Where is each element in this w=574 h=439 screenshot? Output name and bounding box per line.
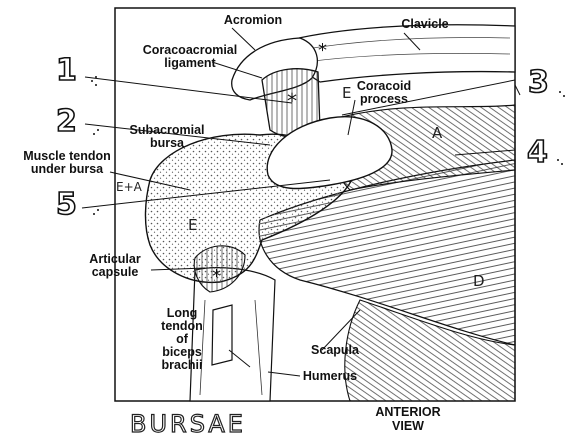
label-long-tendon: Long tendon of biceps brachii <box>152 307 212 372</box>
view-label: ANTERIOR VIEW <box>358 405 458 433</box>
callout-number-3: 3 <box>528 68 549 98</box>
view-label-text: ANTERIOR VIEW <box>375 405 440 433</box>
label-clavicle: Clavicle <box>380 18 470 31</box>
label-coracoacromial-ligament: Coracoacromial ligament <box>125 44 255 70</box>
letter-e-plus-a: E+A <box>116 180 142 194</box>
label-muscle-tendon: Muscle tendon under bursa <box>12 150 122 176</box>
callout-number-2: 2 <box>56 107 77 137</box>
label-acromion: Acromion <box>208 14 298 27</box>
letter-e-bursa: E <box>188 216 197 234</box>
callout-number-5: 5 <box>56 190 77 220</box>
callout-number-1: 1 <box>56 56 77 86</box>
svg-text:*: * <box>318 40 327 61</box>
footer-bursae-title: BURSAE <box>130 410 246 438</box>
label-articular-capsule: Articular capsule <box>75 253 155 279</box>
svg-text:*: * <box>287 89 297 113</box>
label-scapula: Scapula <box>300 344 370 357</box>
label-humerus: Humerus <box>290 370 370 383</box>
svg-text:*: * <box>212 266 221 287</box>
label-subacromial-bursa: Subacromial bursa <box>112 124 222 150</box>
letter-a: A <box>432 124 442 142</box>
biceps-tendon-shape <box>212 305 232 365</box>
letter-d: D <box>473 272 485 290</box>
letter-e-coracoid: E <box>342 84 351 102</box>
callout-number-4: 4 <box>527 138 548 168</box>
